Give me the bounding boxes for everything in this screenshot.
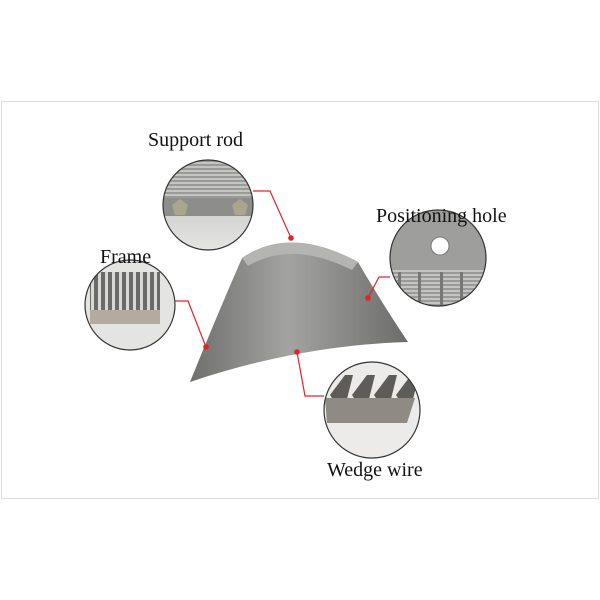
leader-wedge-wire [296,351,324,397]
positioning-hole-label: Positioning hole [376,205,507,227]
frame-label: Frame [100,246,152,268]
leader-frame [175,300,207,348]
leader-lines [175,190,390,397]
leader-support-rod [253,190,292,239]
leader-positioning-hole [367,276,390,299]
wedge-wire-label: Wedge wire [327,459,423,481]
panel-top-band [242,242,358,270]
frame-detail [85,260,175,350]
support-rod-detail [163,160,253,250]
curved-screen-panel [190,242,408,382]
wedge-wire-detail [324,362,420,458]
support-rod-label: Support rod [148,129,243,151]
image-border [1,101,599,499]
